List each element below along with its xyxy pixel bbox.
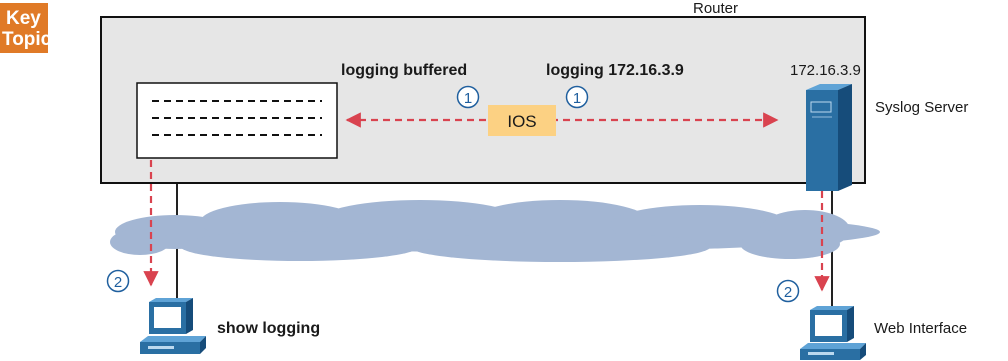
log-buffer (136, 82, 338, 159)
key-topic-badge: Key Topic (0, 3, 52, 53)
server-ip-label: 172.16.3.9 (790, 62, 861, 79)
step-1-left: 1 (456, 85, 480, 109)
svg-text:1: 1 (464, 90, 472, 107)
cloud-icon (110, 200, 880, 262)
logging-host-label: logging 172.16.3.9 (546, 62, 684, 79)
key-topic-line1: Key (6, 8, 41, 29)
ios-label: IOS (507, 112, 536, 131)
step-2-right: 2 (776, 279, 800, 303)
web-interface-label: Web Interface (874, 320, 967, 337)
pc-icon (140, 298, 206, 354)
show-logging-label: show logging (217, 320, 320, 337)
svg-text:2: 2 (784, 284, 792, 301)
key-topic-line2: Topic (2, 29, 52, 50)
step-2-left: 2 (106, 269, 130, 293)
syslog-server-icon (806, 84, 852, 191)
pc-icon-web (800, 306, 866, 360)
syslog-server-label: Syslog Server (875, 99, 968, 116)
ios-box: IOS (488, 105, 556, 136)
logging-buffered-label: logging buffered (341, 62, 467, 79)
svg-text:1: 1 (573, 90, 581, 107)
router-label: Router (693, 0, 738, 17)
step-1-right: 1 (565, 85, 589, 109)
svg-text:2: 2 (114, 274, 122, 291)
